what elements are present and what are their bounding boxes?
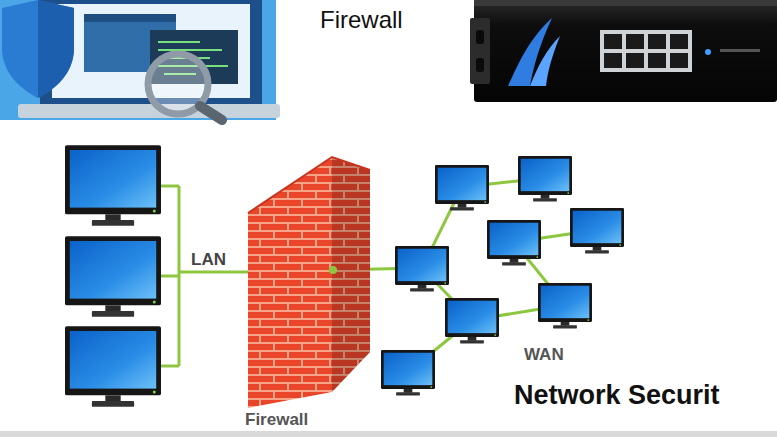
wall-front <box>248 157 332 408</box>
node-label: Firewall <box>245 410 308 430</box>
panel-mark <box>720 49 760 52</box>
wan-computer <box>538 283 592 328</box>
brick-wall-shape <box>245 150 375 410</box>
wan-computer <box>435 165 489 210</box>
firewall-appliance <box>470 0 777 102</box>
brand-logo <box>530 36 560 86</box>
wan-computer <box>570 208 624 253</box>
shield-shade <box>38 0 74 98</box>
wan-computer <box>487 220 541 265</box>
window-bar <box>84 14 176 22</box>
diagram-label: LAN <box>191 250 226 270</box>
network-ports <box>600 30 692 72</box>
illustration-background <box>0 0 276 120</box>
diagram-label: Firewall <box>320 6 403 34</box>
magnifier-handle <box>200 106 222 120</box>
rack-ear <box>470 18 490 84</box>
wan-computer <box>445 298 499 343</box>
wall-side-shade <box>332 157 370 392</box>
wan-computer <box>381 350 435 395</box>
lan-computer <box>65 326 161 407</box>
lan-computer <box>65 236 161 317</box>
wall-side <box>332 157 370 392</box>
security-illustration <box>0 0 280 120</box>
shield-symbol <box>2 0 74 98</box>
wan-computer <box>518 156 572 201</box>
appliance-body <box>474 0 777 102</box>
diagram-label: WAN <box>524 345 564 365</box>
wan-computer <box>395 246 449 291</box>
bottom-border <box>0 431 777 437</box>
rack-hole <box>476 58 484 72</box>
laptop-base <box>18 104 280 118</box>
lan-wires <box>158 186 252 366</box>
status-light <box>705 49 711 55</box>
banner-text: Network Securit <box>514 380 720 411</box>
wall-top-edge <box>248 157 370 213</box>
rack-hole <box>476 30 484 44</box>
appliance-top <box>474 0 777 6</box>
firewall-wall: Firewall <box>245 150 375 432</box>
lan-computer <box>65 145 161 226</box>
